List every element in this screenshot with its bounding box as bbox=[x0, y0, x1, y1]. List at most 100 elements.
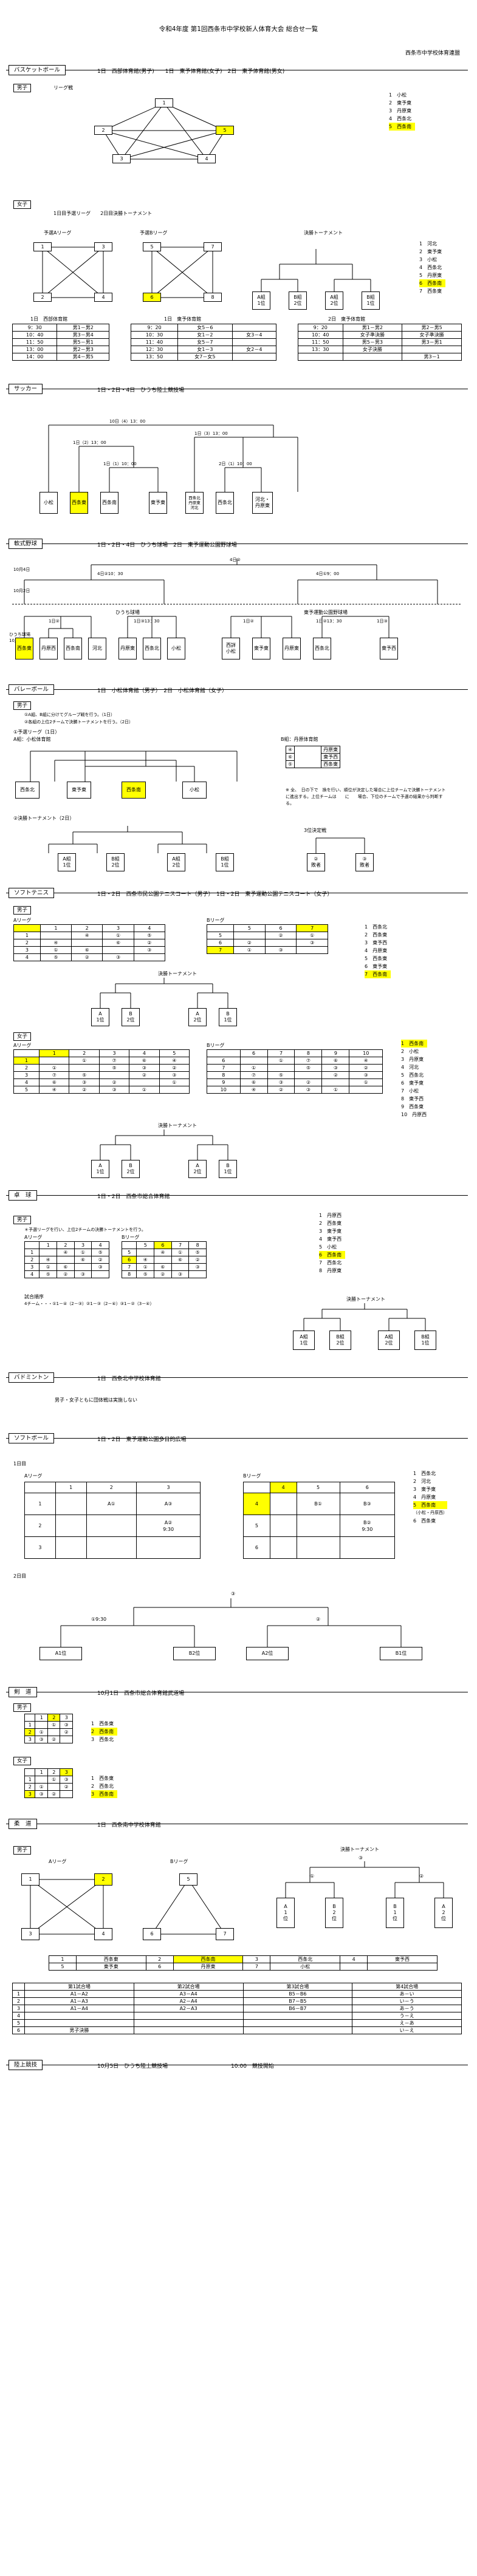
table-cell: ① bbox=[35, 1728, 48, 1736]
table-cell: 2 bbox=[47, 1714, 61, 1722]
team-box: 丹原東 bbox=[118, 638, 137, 659]
table-cell: ② bbox=[98, 1078, 130, 1086]
legend-item: 2 東予東 bbox=[419, 249, 442, 254]
table-cell: ③ bbox=[69, 1078, 100, 1086]
table-cell: ③ bbox=[294, 1086, 323, 1094]
team-box: 東予西 bbox=[380, 638, 398, 659]
table-cell: ③ bbox=[74, 1270, 92, 1278]
table-cell: ⑤ bbox=[136, 1270, 155, 1278]
girls-bracket bbox=[261, 249, 371, 291]
table-cell bbox=[47, 1783, 61, 1791]
team-node: 4 bbox=[197, 154, 216, 163]
table-cell bbox=[69, 1064, 100, 1072]
table-cell: 3 bbox=[102, 924, 134, 932]
team-box: 西条南 bbox=[122, 782, 146, 799]
table-cell: ⑥ bbox=[285, 753, 295, 761]
boys-league-diagram bbox=[103, 103, 225, 160]
table-cell: 6 bbox=[239, 1049, 268, 1057]
table-cell bbox=[60, 1790, 73, 1798]
venue-label: 1日 西部体育館 bbox=[30, 316, 68, 322]
team-node: 3 bbox=[112, 154, 131, 163]
table-cell: ② bbox=[129, 1071, 160, 1079]
team-node: 2 bbox=[94, 126, 112, 135]
table-cell: ④ bbox=[39, 939, 72, 947]
table-cell: ② bbox=[57, 1270, 75, 1278]
table-cell: 東予東 bbox=[75, 1963, 146, 1971]
athletics-heading: 陸上競技 bbox=[9, 2060, 43, 2070]
table-cell bbox=[242, 2026, 353, 2034]
badminton-heading: バドミントン bbox=[9, 1372, 55, 1383]
table-cell: 男3－男1 bbox=[402, 338, 462, 346]
boys-tag: 男子 bbox=[13, 84, 32, 92]
table-cell: 女1－3 bbox=[177, 346, 233, 353]
table-cell bbox=[98, 1071, 130, 1079]
basketball-info: 1日 西部体育館(男子) 1日 東予体育館(女子) 2日 東予体育館(男女) bbox=[97, 69, 285, 75]
table-cell: ② bbox=[321, 1071, 350, 1079]
softball-info: 1日・2日 東予運動公園多目的広場 bbox=[97, 1437, 187, 1443]
judo-heading: 柔 道 bbox=[9, 1819, 37, 1829]
table-cell: 6 bbox=[121, 1256, 137, 1264]
table-cell bbox=[294, 746, 322, 768]
table-cell: ① bbox=[47, 1721, 61, 1729]
table-cell: 1 bbox=[12, 1990, 25, 1998]
table-cell: ⑤ bbox=[267, 1071, 295, 1079]
table-cell: A1－A3 bbox=[24, 1997, 134, 2005]
table-cell: ② bbox=[60, 1728, 73, 1736]
table-cell bbox=[232, 324, 277, 332]
athletics-info: 10月5日 ひうち陸上競技場 bbox=[97, 2063, 168, 2070]
tt-final-bracket bbox=[303, 1303, 426, 1331]
table-cell: 3 bbox=[60, 1714, 73, 1722]
badminton-note: 男子・女子ともに団体戦は実施しない bbox=[55, 1397, 137, 1403]
table-cell bbox=[298, 353, 343, 361]
team-box: 西詳 小松 bbox=[222, 638, 240, 659]
table-cell: ⑤ bbox=[188, 1249, 207, 1256]
table-cell: ③ bbox=[60, 1776, 73, 1784]
girls-final-bracket bbox=[100, 1130, 228, 1160]
legend-item: 4 西条北 bbox=[389, 116, 412, 121]
table-cell: 1 bbox=[35, 1714, 48, 1722]
judo-info: 1日 西条南中学校体育館 bbox=[97, 1822, 161, 1828]
table-cell bbox=[242, 2012, 353, 2020]
table-cell: 12：30 bbox=[131, 346, 178, 353]
badminton-info: 1日 西条北中学校体育館 bbox=[97, 1376, 161, 1382]
table-cell bbox=[232, 353, 277, 361]
table-cell: 4 bbox=[129, 1049, 160, 1057]
table-cell: ② bbox=[294, 1078, 323, 1086]
team-node: 1 bbox=[33, 242, 52, 251]
table-cell bbox=[243, 1482, 270, 1493]
table-cell: 2 bbox=[13, 939, 41, 947]
table-cell: ③ bbox=[188, 1263, 207, 1271]
legend-item: 4 西条北 bbox=[419, 265, 442, 270]
table-cell: 女子決勝 bbox=[342, 346, 403, 353]
table-cell bbox=[339, 1536, 396, 1559]
table-cell: B6－B7 bbox=[242, 2005, 353, 2012]
team-node: 2 bbox=[33, 293, 52, 302]
table-cell bbox=[340, 1963, 368, 1971]
table-cell: 10 bbox=[349, 1049, 383, 1057]
table-cell: ③ bbox=[296, 939, 328, 947]
kendo-girls-legend: 1 西条東 2 西条北 3 西条南 bbox=[91, 1774, 118, 1798]
table-cell: 9：20 bbox=[131, 324, 178, 332]
table-cell: 3 bbox=[60, 1768, 73, 1776]
team-box: 西条北 丹原東 河北 bbox=[185, 492, 204, 514]
volleyball-info: 1日 小松体育館（男子） 2日 小松体育館（女子） bbox=[97, 688, 227, 694]
table-cell bbox=[86, 1536, 137, 1559]
table-cell bbox=[24, 1768, 36, 1776]
team-box: 小松 bbox=[182, 782, 207, 799]
table-cell: 13：30 bbox=[298, 346, 343, 353]
bracket-slot: B組 1位 bbox=[362, 291, 380, 310]
table-cell: 3 bbox=[12, 2005, 25, 2012]
girls-tag: 女子 bbox=[13, 200, 32, 209]
table-cell: 3 bbox=[136, 1482, 201, 1493]
table-cell: ① bbox=[74, 1249, 92, 1256]
table-cell: ③ bbox=[264, 946, 297, 954]
team-node: 8 bbox=[204, 293, 222, 302]
tabletennis-heading: 卓 球 bbox=[9, 1190, 37, 1201]
table-cell: ② bbox=[154, 1270, 172, 1278]
table-cell: 2 bbox=[86, 1482, 137, 1493]
table-cell: ⑥ bbox=[71, 946, 103, 954]
table-cell: A1－A4 bbox=[24, 2005, 134, 2012]
table-cell: ④ bbox=[159, 1057, 190, 1065]
